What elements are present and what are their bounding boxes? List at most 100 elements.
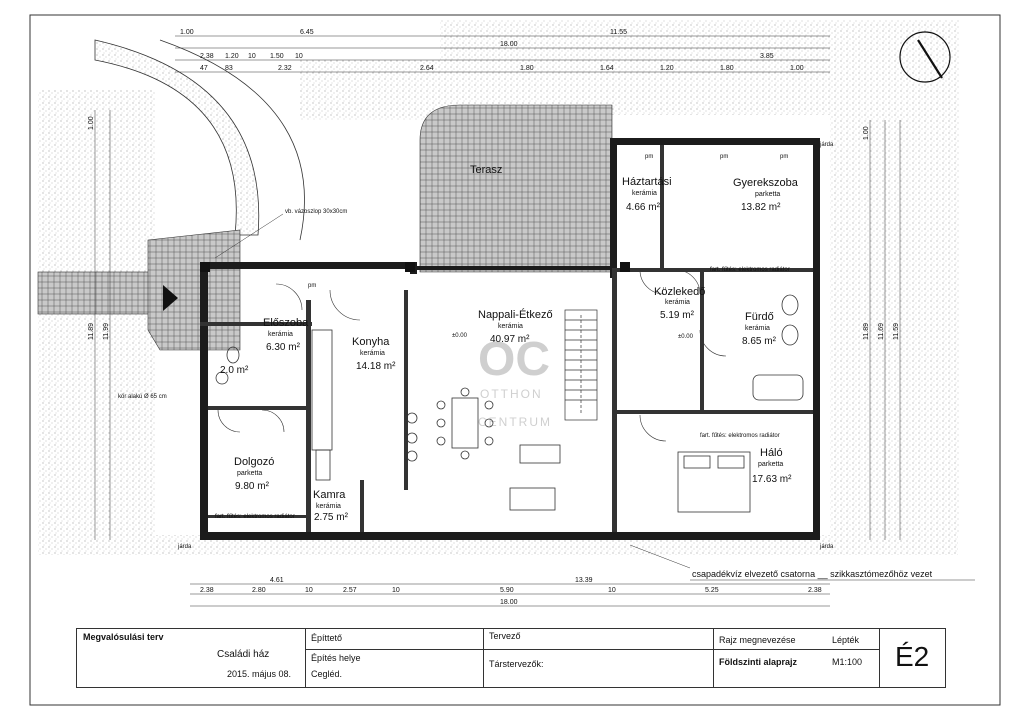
coffee-table	[519, 444, 561, 464]
bathtub	[752, 374, 804, 401]
svg-text:13.82 m²: 13.82 m²	[741, 202, 781, 213]
epites-helye: Cegléd.	[311, 669, 343, 679]
door-swings	[217, 269, 727, 442]
building-name: Családi ház	[217, 649, 270, 660]
room-dolgozo: Dolgozó parketta 9.80 m²	[234, 456, 274, 492]
room-kamra: Kamra kerámia 2.75 m²	[313, 489, 349, 523]
tb-divider	[305, 629, 306, 687]
tb-divider	[483, 629, 484, 687]
dim-bot-r2-0: 2.38	[200, 587, 214, 594]
furniture	[215, 294, 804, 513]
dim-left-2: 11.99	[103, 323, 110, 340]
paved-areas	[37, 104, 613, 351]
svg-text:OC: OC	[478, 333, 550, 386]
svg-text:parketta: parketta	[755, 191, 780, 198]
note-jarda-1: járda	[819, 142, 834, 148]
epites-helye-label: Építés helye	[311, 653, 361, 663]
sheet-number: É2	[895, 641, 930, 672]
room-terasz: Terasz	[470, 164, 502, 176]
dining-table	[451, 397, 479, 449]
sheet-border	[29, 14, 1001, 706]
dim-bottom-1: 4.61	[270, 577, 284, 584]
svg-text:14.18 m²: 14.18 m²	[356, 361, 396, 372]
dim-right-3: 11.59	[893, 323, 900, 340]
dim-top-r3-1: 1.20	[225, 53, 239, 60]
svg-text:Háló: Háló	[760, 447, 783, 459]
svg-text:Közlekedő: Közlekedő	[654, 286, 705, 298]
dim-top-r4-1: 83	[225, 65, 233, 72]
svg-text:Konyha: Konyha	[352, 336, 390, 348]
rajz-label: Rajz megnevezése	[719, 635, 796, 645]
svg-text:Fürdő: Fürdő	[745, 311, 774, 323]
dim-bot-r2-1: 2.80	[252, 587, 266, 594]
leptek-label: Lépték	[832, 635, 860, 645]
room-eloszoba: Előszoba kerámia 6.30 m²	[263, 317, 309, 353]
room-nappali: Nappali-Étkező kerámia 40.97 m²	[478, 308, 553, 345]
svg-text:9.80 m²: 9.80 m²	[235, 481, 270, 492]
svg-text:kerámia: kerámia	[498, 323, 523, 330]
svg-text:kerámia: kerámia	[745, 325, 770, 332]
title-block: Megvalósulási terv Családi ház 2015. máj…	[76, 628, 946, 688]
dim-top-1: 1.00	[180, 29, 194, 36]
room-wc: 2.0 m²	[220, 365, 249, 376]
dim-top-r4-3: 2.64	[420, 65, 434, 72]
svg-text:Háztartási: Háztartási	[622, 176, 672, 188]
svg-text:kerámia: kerámia	[632, 190, 657, 197]
stair	[564, 309, 598, 421]
svg-text:Nappali-Étkező: Nappali-Étkező	[478, 308, 553, 321]
note-heating-3: fart. fűtés: elektromos radiátor	[215, 514, 295, 520]
sofa	[509, 487, 556, 511]
dim-top-2: 6.45	[300, 29, 314, 36]
pm-2: pm	[645, 154, 653, 160]
svg-text:17.63 m²: 17.63 m²	[752, 474, 792, 485]
svg-text:kerámia: kerámia	[360, 350, 385, 357]
dimension-lines	[94, 35, 901, 607]
note-heating-2: fart. fűtés: elektromos radiátor	[700, 433, 780, 439]
dim-left-0: 1.00	[88, 116, 95, 130]
columns	[200, 262, 630, 272]
svg-text:8.65 m²: 8.65 m²	[742, 336, 777, 347]
dim-top-r4-6: 1.20	[660, 65, 674, 72]
room-gyerekszoba: Gyerekszoba parketta 13.82 m²	[733, 177, 799, 213]
tarstervezok-label: Társtervezők:	[489, 659, 544, 669]
svg-text:OTTHON: OTTHON	[480, 387, 543, 401]
svg-text:kerámia: kerámia	[316, 503, 341, 510]
room-halo: Háló parketta 17.63 m²	[752, 447, 792, 485]
dim-bot-r2-4: 10	[392, 587, 400, 594]
dim-top-r4-7: 1.80	[720, 65, 734, 72]
dim-top-total: 18.00	[500, 41, 518, 48]
dim-right-1: 11.89	[863, 323, 870, 340]
north-arrow-icon	[899, 31, 951, 83]
epitteto-label: Építtető	[311, 633, 343, 643]
rajz-value: Földszinti alaprajz	[719, 657, 798, 667]
kitchen-counter	[311, 329, 333, 451]
note-jarda-3: járda	[819, 544, 834, 550]
svg-text:4.66 m²: 4.66 m²	[626, 202, 661, 213]
level-mark-1: ±0.00	[452, 333, 468, 339]
dim-top-r3-2: 10	[248, 53, 256, 60]
dim-right-0: 1.00	[863, 126, 870, 140]
tb-divider	[713, 629, 714, 687]
lawn-boundary	[159, 39, 305, 241]
dim-bot-r2-2: 10	[305, 587, 313, 594]
wc-toilet	[226, 346, 240, 364]
svg-text:40.97 m²: 40.97 m²	[490, 334, 530, 345]
dim-top-r3-0: 2.38	[200, 53, 214, 60]
room-furdo: Fürdő kerámia 8.65 m²	[742, 311, 777, 347]
svg-text:CENTRUM: CENTRUM	[478, 415, 552, 429]
level-mark-2: ±0.00	[678, 334, 694, 340]
note-vazoszlop: vb. vázoszlop 30x30cm	[285, 209, 347, 215]
dim-bot-r2-7: 5.25	[705, 587, 719, 594]
svg-text:6.30 m²: 6.30 m²	[266, 342, 301, 353]
entrance-arrow-icon	[163, 285, 178, 311]
dim-left-1: 11.89	[88, 323, 95, 340]
dim-bot-r2-3: 2.57	[343, 587, 357, 594]
svg-text:5.19 m²: 5.19 m²	[660, 310, 695, 321]
svg-text:kerámia: kerámia	[268, 331, 293, 338]
dim-bottom-total: 18.00	[500, 599, 518, 606]
watermark-logo: OC OTTHON CENTRUM	[478, 333, 552, 429]
svg-text:Gyerekszoba: Gyerekszoba	[733, 177, 799, 189]
lawn-arc	[94, 39, 260, 236]
tb-divider	[305, 649, 483, 650]
